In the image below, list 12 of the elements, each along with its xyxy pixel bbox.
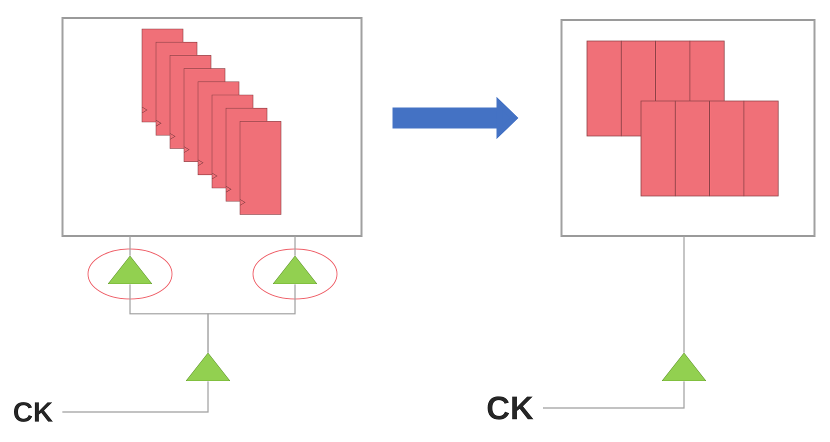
clock-buffer [273,256,317,284]
signal-label: CK [14,402,53,422]
clock-wire [294,237,296,256]
signal-label: CK [488,396,534,420]
clock-buffer [186,353,230,381]
clock-wire [207,284,296,353]
clock-wire [683,237,685,353]
clock-buffer [662,353,706,381]
clock-wire [62,381,209,413]
clock-wire [542,381,685,409]
clock-wire [129,237,131,256]
clock-buffer [108,256,152,284]
